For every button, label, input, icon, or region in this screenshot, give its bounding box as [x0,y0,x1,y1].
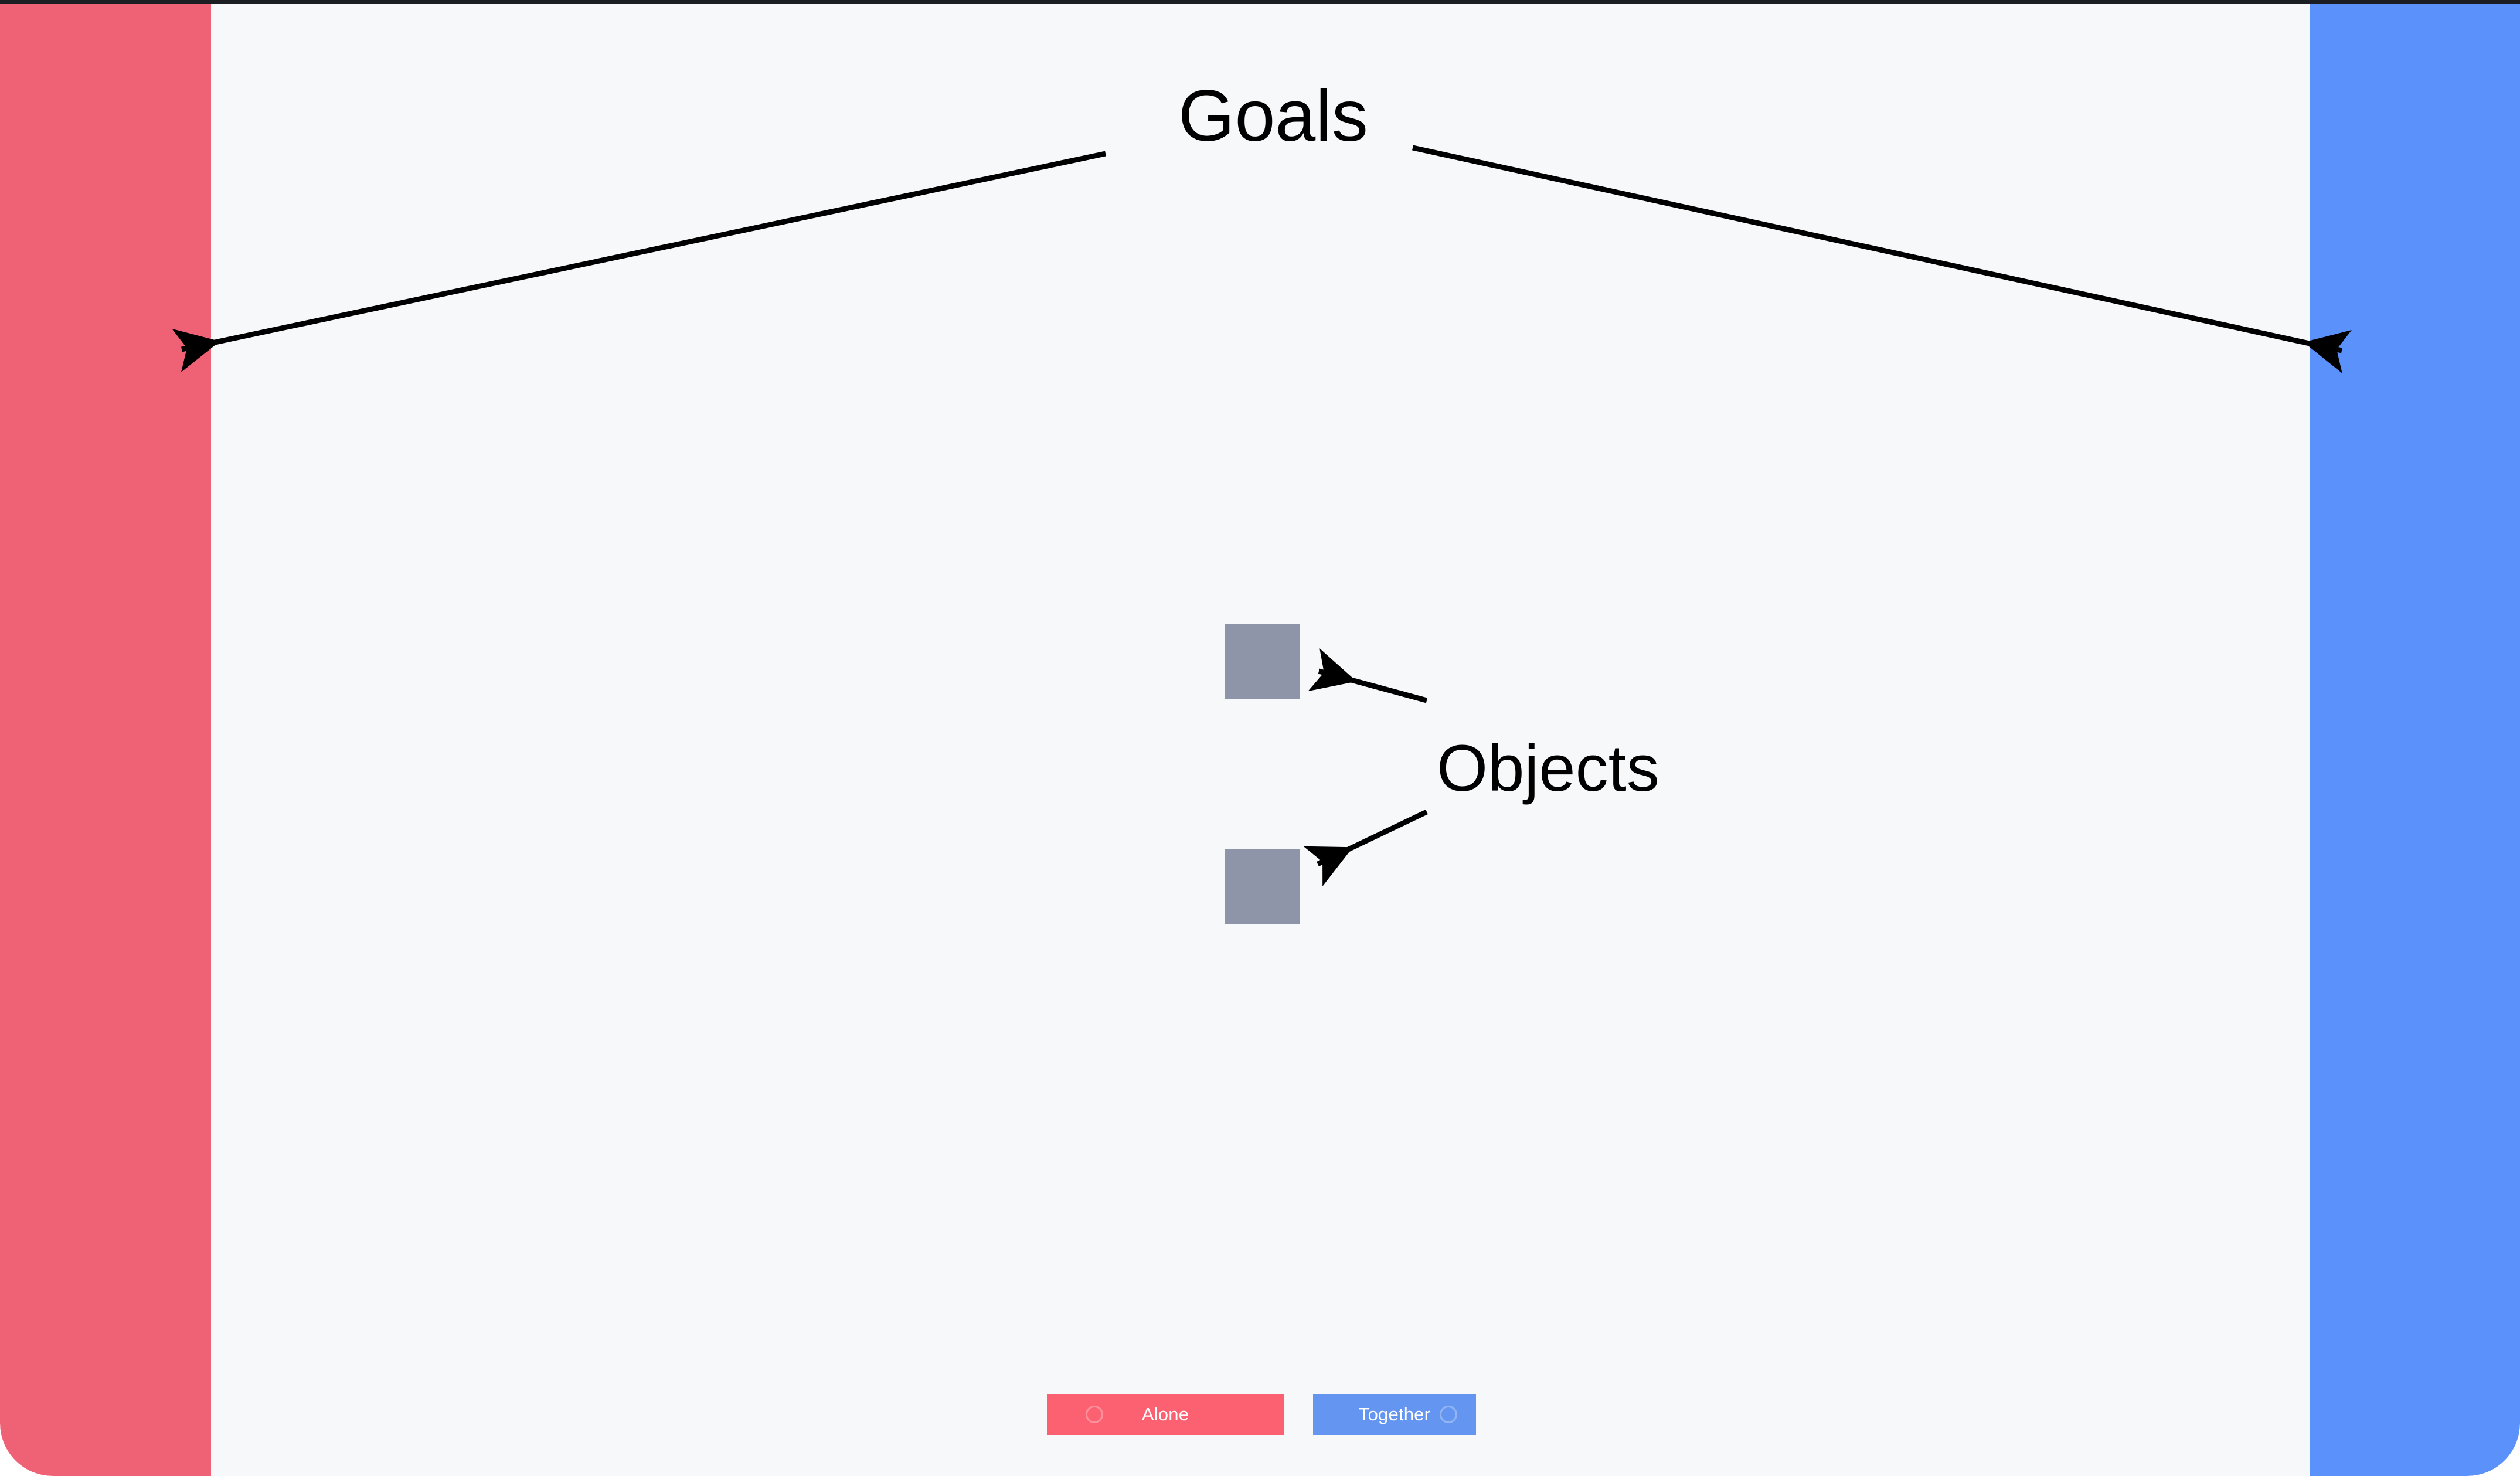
mode-button-alone-label: Alone [1141,1404,1189,1424]
top-rule-divider [0,0,2520,4]
mode-button-together-label: Together [1358,1404,1431,1424]
goals-label: Goals [1178,76,1368,157]
arrow-goals-to-right-zone [1412,145,2352,373]
mode-button-together[interactable]: Together [1313,1394,1476,1435]
scene-object-bottom[interactable] [1225,849,1300,924]
mode-button-alone[interactable]: Alone [1047,1394,1284,1435]
scene-object-top[interactable] [1225,624,1300,699]
arrow-objects-to-bottom-object [1303,809,1428,886]
mode-control-bar: Alone Together [1047,1394,1476,1435]
radio-circle-icon-together [1440,1406,1457,1423]
arrow-objects-to-top-object [1308,648,1428,703]
arrow-goals-to-left-zone [172,151,1106,372]
radio-circle-icon-alone [1086,1406,1103,1423]
goal-zone-right[interactable] [2310,0,2520,1476]
goal-zone-left[interactable] [0,0,211,1476]
objects-label: Objects [1437,732,1659,805]
